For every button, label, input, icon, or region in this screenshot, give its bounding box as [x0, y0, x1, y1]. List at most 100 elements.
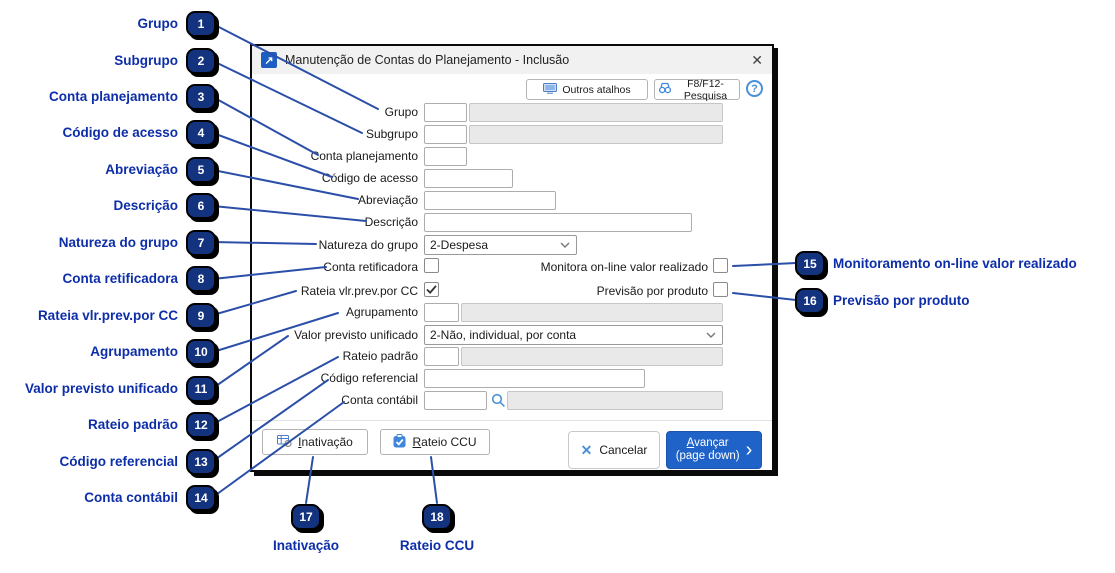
callout-label: Previsão por produto — [833, 293, 970, 308]
f8-f12-pesquisa-button[interactable]: F8/F12-Pesquisa — [654, 77, 740, 102]
callout-label: Subgrupo — [114, 53, 178, 68]
agrupamento-input[interactable] — [424, 303, 459, 322]
f8-f12-pesquisa-label: F8/F12-Pesquisa — [683, 77, 728, 102]
conta-retificadora-label: Conta retificadora — [323, 260, 418, 274]
rateio-ccu-button[interactable]: Rateio CCU — [380, 429, 490, 455]
help-icon[interactable]: ? — [746, 80, 763, 97]
titlebar: ↗ Manutenção de Contas do Planejamento -… — [252, 46, 772, 74]
conta-planejamento-input[interactable] — [424, 147, 467, 166]
inativacao-button[interactable]: Inativação — [262, 429, 368, 455]
callout-valor-previsto: Valor previsto unificado 11 — [0, 375, 216, 402]
abreviacao-label: Abreviação — [357, 193, 418, 207]
callout-conta-retificadora: Conta retificadora 8 — [0, 265, 216, 292]
valor-previsto-unificado-select[interactable]: 2-Não, individual, por conta — [424, 325, 723, 345]
cancel-x-icon: ✕ — [580, 441, 593, 458]
chevron-down-icon — [706, 332, 716, 338]
grupo-input[interactable] — [424, 103, 467, 122]
callout-badge: 15 — [795, 250, 825, 277]
check-icon — [426, 285, 437, 294]
rateio-ccu-label: Rateio CCU — [412, 435, 477, 449]
callout-grupo: Grupo 1 — [0, 10, 216, 37]
callout-badge: 10 — [186, 338, 216, 365]
conta-planejamento-label: Conta planejamento — [310, 149, 418, 163]
chevron-down-icon — [560, 242, 570, 248]
grupo-label: Grupo — [384, 105, 418, 119]
callout-label: Rateia vlr.prev.por CC — [37, 308, 178, 323]
callout-label: Rateio padrão — [87, 417, 178, 432]
codigo-referencial-input[interactable] — [424, 369, 645, 388]
avancar-label: Avançar (page down) — [675, 437, 740, 462]
callout-label: Grupo — [137, 16, 179, 31]
monitora-online-checkbox[interactable] — [713, 258, 728, 273]
callout-monitoramento-online: 15 Monitoramento on-line valor realizado — [795, 250, 1077, 277]
callout-badge: 16 — [795, 287, 825, 314]
rateio-padrao-label: Rateio padrão — [342, 349, 418, 363]
callout-label: Código referencial — [59, 454, 178, 469]
descricao-label: Descrição — [364, 215, 418, 229]
callout-label-rateio-ccu: Rateio CCU — [399, 538, 475, 553]
callout-label: Abreviação — [105, 162, 178, 177]
codigo-de-acesso-input[interactable] — [424, 169, 513, 188]
subgrupo-input[interactable] — [424, 125, 467, 144]
window-icon: ↗ — [261, 52, 277, 68]
callout-label: Agrupamento — [90, 344, 178, 359]
monitor-icon — [543, 82, 558, 97]
abreviacao-input[interactable] — [424, 191, 556, 210]
callout-descricao: Descrição 6 — [0, 192, 216, 219]
callout-badge: 3 — [186, 83, 216, 110]
search-icon[interactable] — [491, 393, 506, 413]
callout-label: Código de acesso — [62, 125, 178, 140]
window-title: Manutenção de Contas do Planejamento - I… — [285, 53, 570, 67]
outros-atalhos-label: Outros atalhos — [562, 83, 631, 96]
callout-badge: 12 — [186, 411, 216, 438]
clipboard-check-icon — [393, 433, 406, 451]
conta-contabil-description-field — [507, 391, 723, 410]
rateio-padrao-input[interactable] — [424, 347, 459, 366]
outros-atalhos-button[interactable]: Outros atalhos — [526, 79, 648, 100]
callout-label: Descrição — [113, 198, 178, 213]
conta-contabil-label: Conta contábil — [341, 393, 418, 407]
callout-codigo-de-acesso: Código de acesso 4 — [0, 119, 216, 146]
inactivation-table-icon — [277, 434, 292, 450]
callout-label: Monitoramento on-line valor realizado — [833, 256, 1077, 271]
footer-divider — [252, 420, 772, 421]
codigo-referencial-label: Código referencial — [320, 371, 418, 385]
callout-badge: 9 — [186, 302, 216, 329]
inativacao-label: Inativação — [298, 435, 353, 449]
callout-rateio-padrao: Rateio padrão 12 — [0, 411, 216, 438]
callout-badge: 6 — [186, 192, 216, 219]
conta-contabil-input[interactable] — [424, 391, 487, 410]
callout-label-inativacao: Inativação — [272, 538, 340, 553]
rateia-vlr-prev-checkbox[interactable] — [424, 282, 439, 297]
callout-badge: 2 — [186, 47, 216, 74]
grupo-description-field — [469, 103, 723, 122]
avancar-button[interactable]: Avançar (page down) › — [666, 431, 762, 469]
callout-label: Conta contábil — [84, 490, 178, 505]
natureza-do-grupo-select[interactable]: 2-Despesa — [424, 235, 577, 255]
callout-badge: 7 — [186, 229, 216, 256]
callout-label: Conta retificadora — [62, 271, 178, 286]
natureza-do-grupo-value: 2-Despesa — [430, 238, 489, 252]
callout-agrupamento: Agrupamento 10 — [0, 338, 216, 365]
callout-badge: 4 — [186, 119, 216, 146]
callout-badge-inativacao: 17 — [291, 504, 321, 530]
callout-rateia-vlr-prev: Rateia vlr.prev.por CC 9 — [0, 302, 216, 329]
callout-badge: 14 — [186, 484, 216, 511]
codigo-de-acesso-label: Código de acesso — [321, 171, 418, 185]
close-icon[interactable]: ✕ — [751, 52, 763, 68]
callout-conta-planejamento: Conta planejamento 3 — [0, 83, 216, 110]
callout-codigo-referencial: Código referencial 13 — [0, 448, 216, 475]
callout-conta-contabil: Conta contábil 14 — [0, 484, 216, 511]
cancelar-button[interactable]: ✕ Cancelar — [568, 431, 660, 469]
callout-badge: 11 — [186, 375, 216, 402]
conta-retificadora-checkbox[interactable] — [424, 258, 439, 273]
callout-badge-rateio-ccu: 18 — [422, 504, 452, 530]
valor-previsto-unificado-value: 2-Não, individual, por conta — [430, 328, 577, 342]
natureza-do-grupo-label: Natureza do grupo — [318, 238, 418, 252]
callout-label: Valor previsto unificado — [24, 381, 178, 396]
previsao-produto-checkbox[interactable] — [713, 282, 728, 297]
cancelar-label: Cancelar — [599, 443, 648, 457]
descricao-input[interactable] — [424, 213, 692, 232]
rateio-padrao-description-field — [461, 347, 723, 366]
